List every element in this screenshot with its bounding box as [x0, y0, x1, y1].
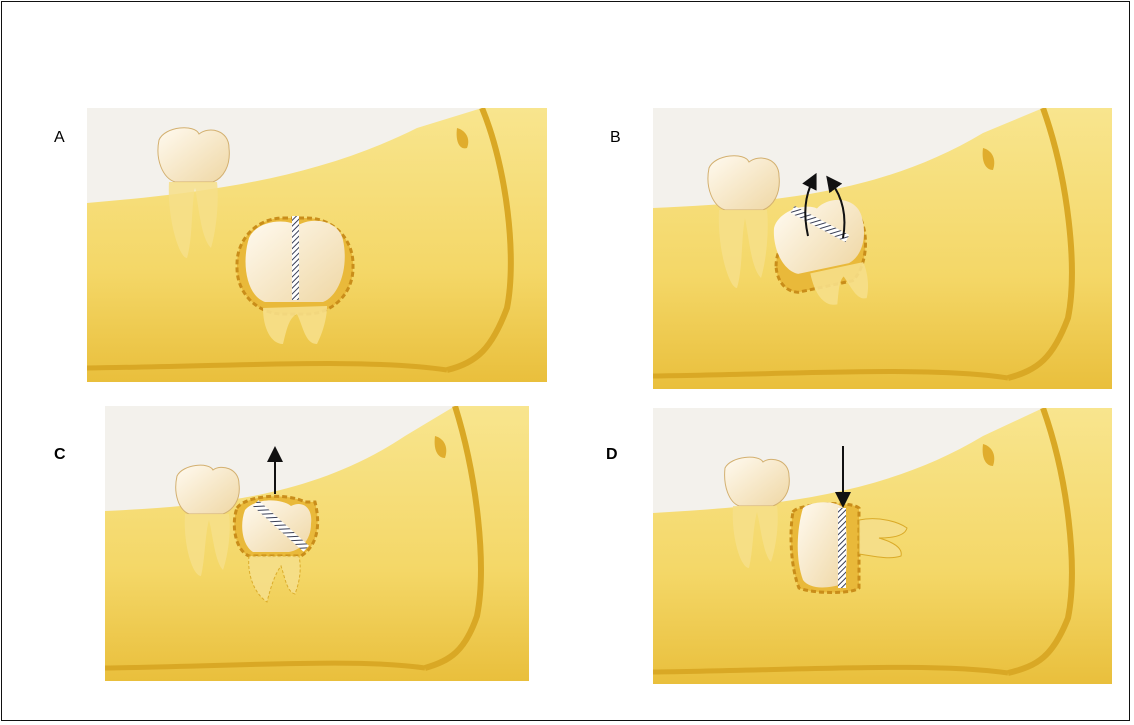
cut-line-icon — [292, 216, 299, 300]
panel-d-illustration — [653, 408, 1112, 684]
panel-c-illustration — [105, 406, 529, 681]
panel-a-illustration — [87, 108, 547, 382]
panel-label-a: A — [54, 130, 65, 146]
panel-label-c: C — [54, 447, 66, 463]
panel-b-illustration — [653, 108, 1112, 389]
cut-line-icon — [838, 508, 846, 588]
panel-label-d: D — [606, 447, 618, 463]
panel-label-b: B — [610, 130, 621, 146]
